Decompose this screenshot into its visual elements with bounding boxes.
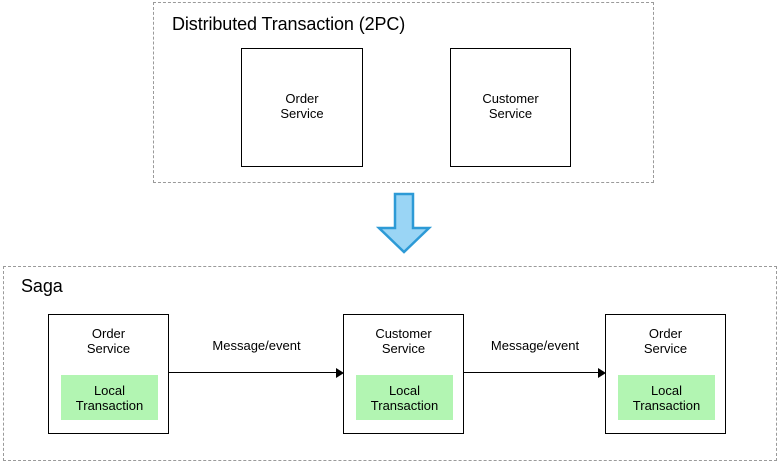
connector-label: Message/event bbox=[212, 338, 301, 353]
arrow-head-icon bbox=[598, 368, 606, 378]
connector-line bbox=[169, 372, 337, 373]
arrow-head-icon bbox=[336, 368, 344, 378]
node-order-service-saga-1: Order Service Local Transaction bbox=[48, 314, 169, 434]
node-order-service-2pc: Order Service bbox=[241, 48, 363, 167]
node-label: Order Service bbox=[280, 91, 324, 121]
local-transaction-chip: Local Transaction bbox=[61, 375, 158, 420]
node-label: Order Service bbox=[643, 326, 688, 356]
group-title-saga: Saga bbox=[21, 276, 63, 296]
node-order-service-saga-2: Order Service Local Transaction bbox=[605, 314, 726, 434]
node-label: Customer Service bbox=[482, 91, 539, 121]
group-title-distributed-transaction: Distributed Transaction (2PC) bbox=[172, 14, 406, 34]
node-label: Customer Service bbox=[375, 326, 432, 356]
node-label: Order Service bbox=[86, 326, 131, 356]
node-customer-service-saga: Customer Service Local Transaction bbox=[343, 314, 464, 434]
node-customer-service-2pc: Customer Service bbox=[450, 48, 571, 167]
local-transaction-chip: Local Transaction bbox=[356, 375, 453, 420]
group-distributed-transaction: Distributed Transaction (2PC) bbox=[153, 2, 654, 183]
down-arrow-icon bbox=[374, 192, 434, 254]
connector-message-event-2: Message/event bbox=[464, 338, 606, 379]
local-transaction-chip: Local Transaction bbox=[618, 375, 715, 420]
connector-label: Message/event bbox=[490, 338, 580, 353]
connector-line bbox=[464, 372, 599, 373]
connector-message-event-1: Message/event bbox=[169, 338, 344, 379]
